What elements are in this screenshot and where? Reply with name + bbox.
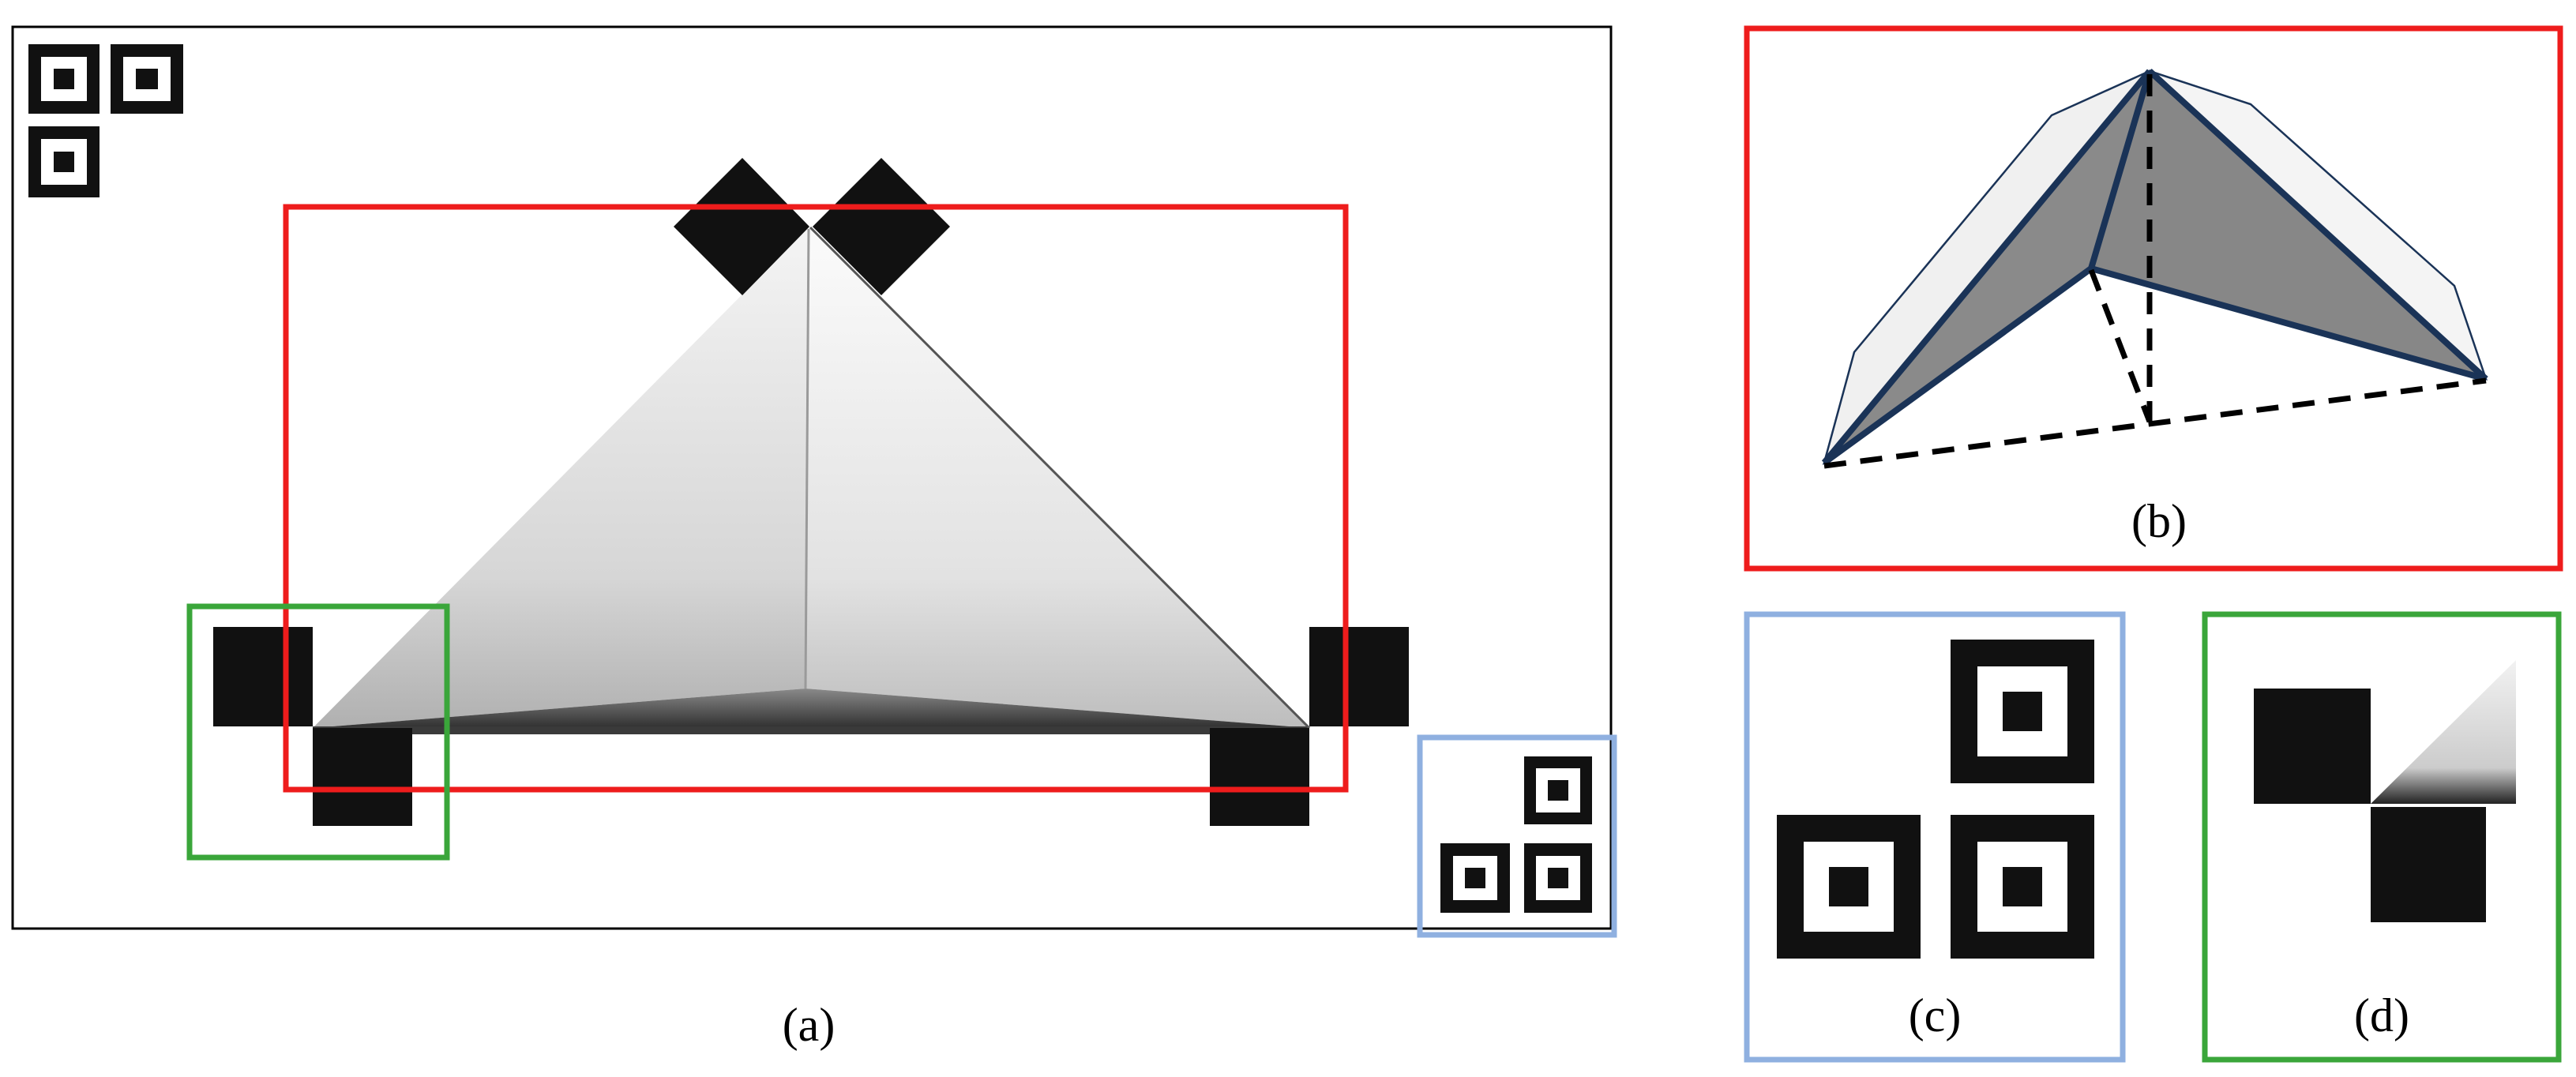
panel-a-label: (a) — [783, 999, 836, 1051]
pyramid-render — [313, 226, 1311, 734]
black-square-marker-icon — [2254, 689, 2371, 804]
panel-b: (b) — [1744, 25, 2563, 572]
black-square-marker-icon — [1309, 627, 1409, 726]
pyramid-base-edge — [313, 726, 1309, 734]
pyramid-right-face — [2091, 71, 2486, 379]
fiducial-marker-icon — [1524, 843, 1592, 913]
panel-b-label: (b) — [2131, 495, 2187, 547]
highlight-box-red — [283, 204, 1349, 793]
fiducial-marker-icon — [28, 126, 100, 197]
black-square-marker-icon — [813, 158, 950, 295]
black-square-marker-icon — [313, 728, 412, 826]
panel-a: (a) — [11, 25, 1617, 1051]
black-square-marker-icon — [674, 158, 809, 295]
pyramid-corner-face — [2371, 660, 2516, 804]
panel-c-label: (c) — [1909, 989, 1962, 1041]
highlight-box-green — [186, 603, 450, 861]
black-square-marker-icon — [213, 627, 313, 726]
fiducial-marker-icon — [1951, 640, 2094, 783]
pyramid-hidden-edges — [1823, 74, 2487, 469]
pyramid-right-edge — [809, 226, 1311, 730]
panel-c: (c) — [1744, 611, 2126, 1063]
fiducial-marker-icon — [1777, 815, 1921, 959]
fiducial-marker-icon — [1440, 843, 1510, 913]
fiducial-marker-icon — [1524, 756, 1592, 824]
black-square-marker-icon — [2371, 807, 2486, 922]
black-square-marker-icon — [1210, 728, 1309, 826]
fiducial-marker-icon — [1951, 815, 2094, 959]
panel-d: (d) — [2202, 611, 2562, 1063]
fiducial-marker-icon — [111, 44, 183, 114]
pyramid-left-face — [313, 227, 809, 728]
pyramid-edges — [1821, 69, 2488, 466]
pyramid-base-shadow — [313, 689, 1309, 730]
fiducial-marker-icon — [28, 44, 100, 114]
pyramid-ridge-line — [804, 228, 810, 689]
panel-d-label: (d) — [2354, 989, 2409, 1041]
highlight-box-blue — [1417, 734, 1617, 938]
